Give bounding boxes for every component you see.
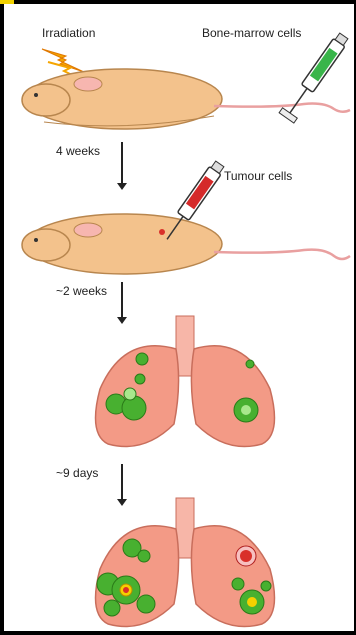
lungs-icon bbox=[96, 498, 275, 627]
diagram-panel: Irradiation Bone-marrow cells 4 weeks Tu… bbox=[4, 4, 354, 631]
diagram-svg bbox=[4, 4, 354, 631]
syringe-icon bbox=[279, 31, 351, 123]
mouse-icon bbox=[22, 69, 350, 129]
mouse-icon bbox=[22, 214, 350, 274]
lungs-icon bbox=[96, 316, 275, 447]
